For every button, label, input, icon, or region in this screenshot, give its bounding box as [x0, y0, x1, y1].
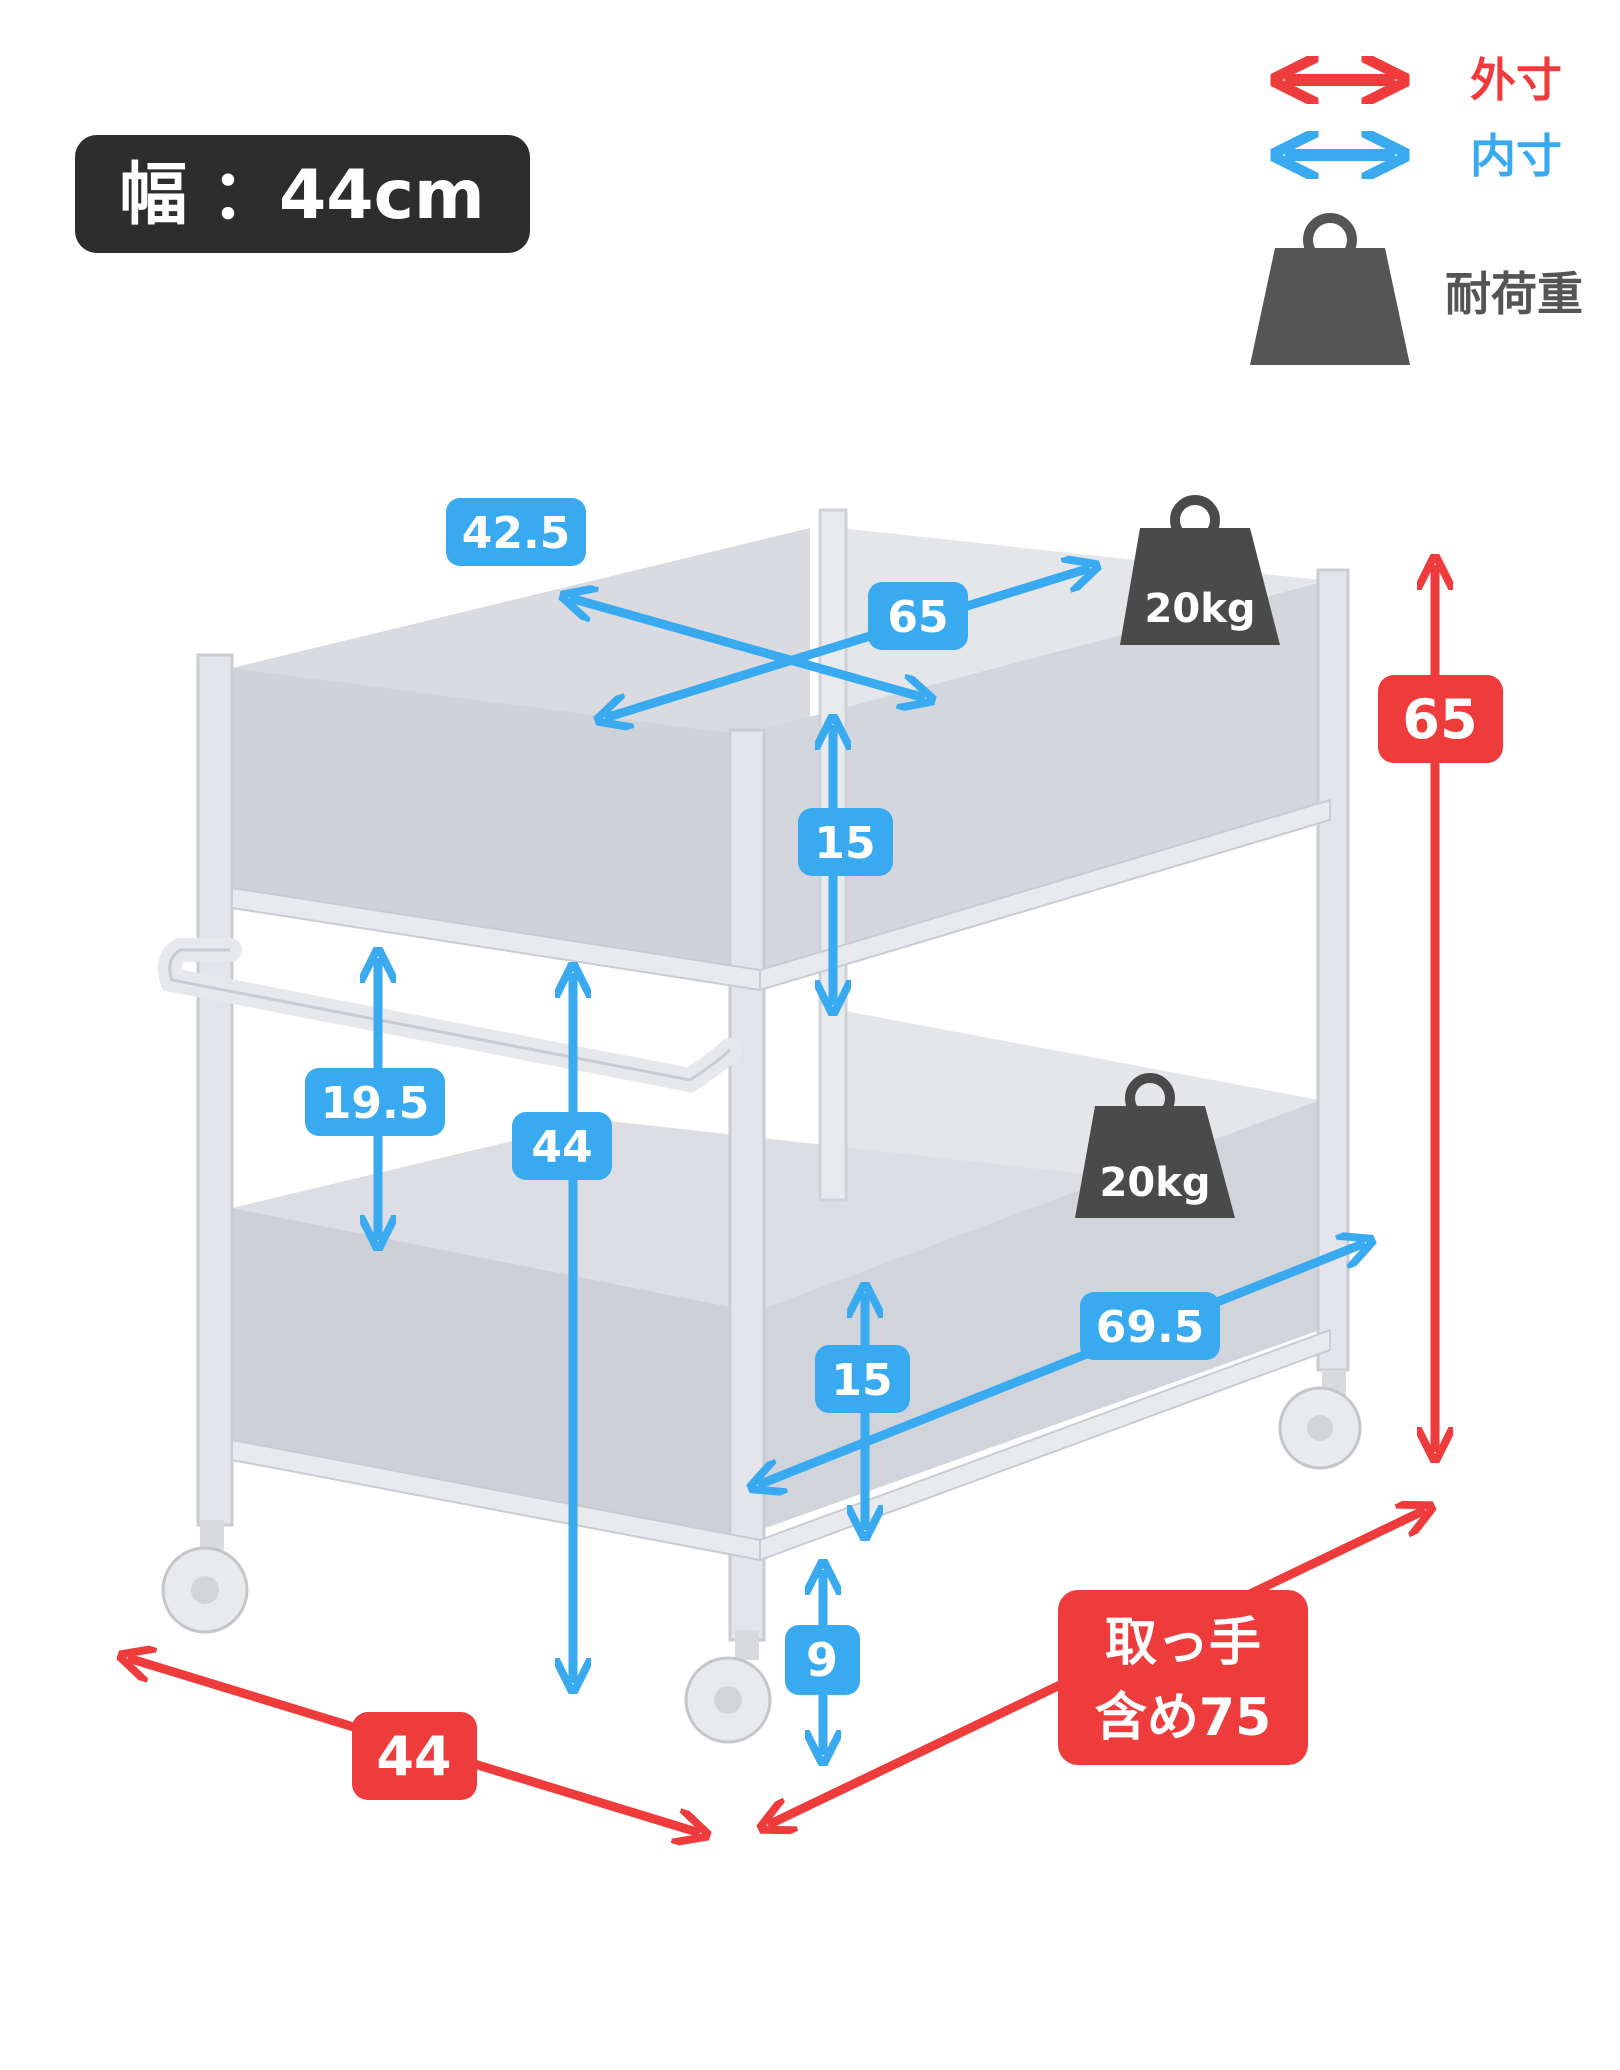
legend-load-label: 耐荷重 — [1445, 267, 1583, 321]
label-top-height: 15 — [814, 818, 875, 869]
bottom-shelf-load-label: 20kg — [1100, 1160, 1211, 1206]
top-shelf-weight-icon: 20kg — [1120, 495, 1280, 645]
label-top-width: 65 — [887, 592, 948, 643]
label-depth: 44 — [376, 1725, 451, 1788]
width-badge-text: 幅 ：44cm — [119, 156, 484, 235]
frame-rail-top-right — [759, 798, 1331, 992]
caster-front-left — [161, 1520, 249, 1634]
legend: 外寸 内寸 耐荷重 — [1250, 53, 1583, 365]
label-bottom-top-height: 44 — [531, 1122, 592, 1173]
label-floor-clearance: 9 — [806, 1633, 838, 1687]
bottom-shelf-floor — [232, 1120, 1320, 1330]
top-shelf-front-panel — [232, 668, 745, 980]
legend-inner-label: 内寸 — [1470, 129, 1562, 183]
frame-post-front-right — [728, 728, 766, 1642]
label-total-height: 65 — [1402, 688, 1477, 751]
legend-outer-label: 外寸 — [1470, 53, 1562, 107]
frame-post-front-left — [196, 653, 234, 1527]
label-shelf-gap: 19.5 — [321, 1078, 430, 1129]
caster-back-right — [1278, 1370, 1362, 1470]
arrow-top-width — [605, 568, 1090, 718]
bottom-shelf-weight-icon: 20kg — [1075, 1073, 1235, 1218]
width-badge: 幅 ：44cm — [75, 135, 530, 253]
top-shelf-load-label: 20kg — [1145, 586, 1256, 632]
legend-weight-icon — [1250, 213, 1410, 365]
outer-dimension-labels: 65 44 取っ手 含め75 — [352, 675, 1503, 1800]
caster-front-right — [684, 1630, 772, 1744]
bottom-shelf-front-panel — [232, 1208, 745, 1540]
label-bottom-width: 69.5 — [1096, 1302, 1205, 1353]
label-top-depth: 42.5 — [462, 508, 571, 559]
top-shelf-right-panel — [760, 580, 1330, 970]
label-width-line1: 取っ手 — [1105, 1613, 1261, 1673]
label-bottom-height: 15 — [831, 1355, 892, 1406]
label-width-line2: 含め75 — [1095, 1688, 1271, 1748]
